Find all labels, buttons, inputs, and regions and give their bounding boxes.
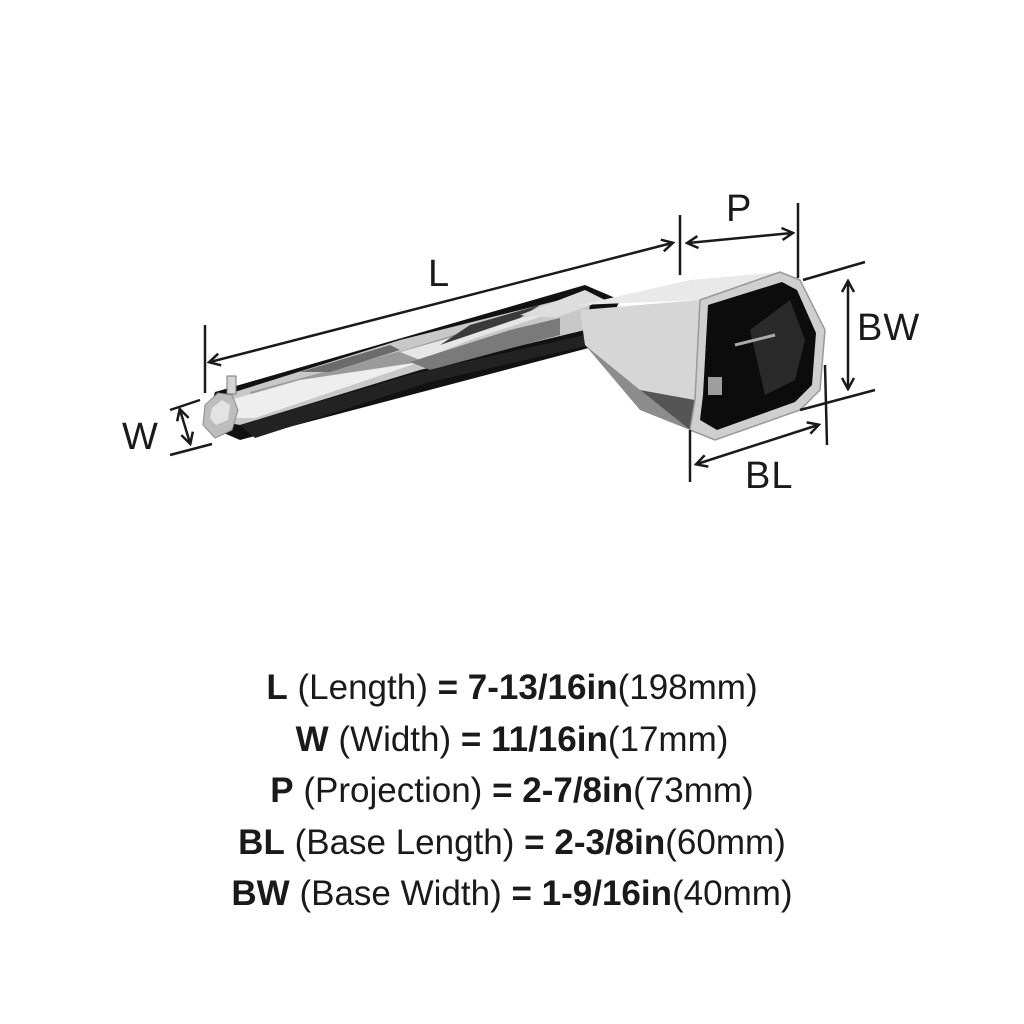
spec-metric: (198mm): [617, 668, 758, 707]
spec-code: L: [266, 668, 288, 707]
spec-equals: =: [437, 668, 459, 707]
spec-equals: =: [492, 771, 513, 810]
lever-arm: [202, 285, 620, 440]
product-dimension-diagram: L W P BW BL: [122, 188, 921, 497]
dimension-lines: [169, 203, 876, 482]
spec-metric: (40mm): [672, 874, 793, 913]
dimension-label-projection: P: [726, 188, 753, 230]
spec-name: (Base Width): [299, 874, 502, 913]
dimension-label-width: W: [122, 416, 159, 458]
spec-imperial: 7-13/16in: [467, 668, 618, 707]
spec-name: (Length): [297, 668, 428, 707]
spec-imperial: 11/16in: [491, 719, 608, 759]
spec-code: BW: [231, 874, 290, 913]
spec-imperial: 2-7/8in: [522, 771, 634, 810]
spec-name: (Width): [338, 719, 452, 759]
spec-metric: (73mm): [633, 771, 754, 810]
spec-row-projection: P (Projection) = 2-7/8in(73mm): [0, 765, 1024, 817]
spec-row-width: W (Width) = 11/16in(17mm): [0, 714, 1024, 766]
spec-name: (Projection): [303, 771, 483, 810]
spec-metric: (60mm): [665, 822, 786, 862]
lever-handle-illustration: [169, 203, 876, 482]
octagonal-rosette-base: [580, 271, 826, 441]
spec-code: W: [295, 719, 329, 759]
spec-imperial: 1-9/16in: [541, 874, 673, 913]
spec-equals: =: [460, 719, 482, 759]
spec-equals: =: [524, 822, 545, 862]
spec-code: P: [270, 771, 294, 810]
spec-row-base-width: BW (Base Width) = 1-9/16in(40mm): [0, 868, 1024, 920]
dimension-label-base-length: BL: [745, 455, 794, 497]
spec-metric: (17mm): [607, 719, 729, 759]
spec-row-length: L (Length) = 7-13/16in(198mm): [0, 662, 1024, 714]
spec-imperial: 2-3/8in: [554, 822, 666, 862]
spec-name: (Base Length): [294, 822, 515, 862]
dimension-label-base-width: BW: [857, 307, 921, 349]
spec-equals: =: [511, 874, 532, 913]
dimension-specifications: L (Length) = 7-13/16in(198mm) W (Width) …: [0, 662, 1024, 920]
spec-code: BL: [238, 822, 285, 862]
spec-row-base-length: BL (Base Length) = 2-3/8in(60mm): [0, 817, 1024, 869]
dimension-label-length: L: [428, 253, 451, 295]
